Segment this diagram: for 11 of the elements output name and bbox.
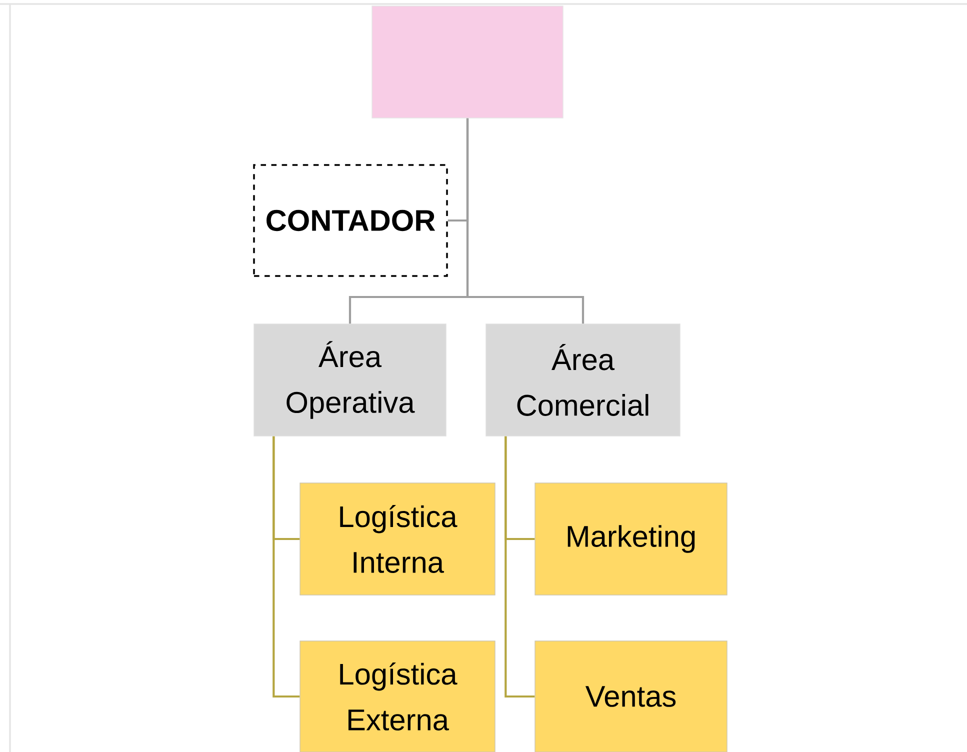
unit-box: Ventas (534, 640, 728, 752)
unit-box: Logística Interna (300, 482, 496, 596)
unit-box: Logística Externa (300, 640, 496, 752)
connector-line (272, 436, 300, 698)
unit-box: Marketing (534, 482, 728, 596)
connector-line (466, 118, 584, 324)
connector-line (504, 436, 535, 698)
dashed-box: CONTADOR (253, 164, 448, 277)
area-box: Área Operativa (254, 324, 446, 436)
area-box: Área Comercial (486, 324, 680, 436)
title-box (372, 6, 564, 118)
